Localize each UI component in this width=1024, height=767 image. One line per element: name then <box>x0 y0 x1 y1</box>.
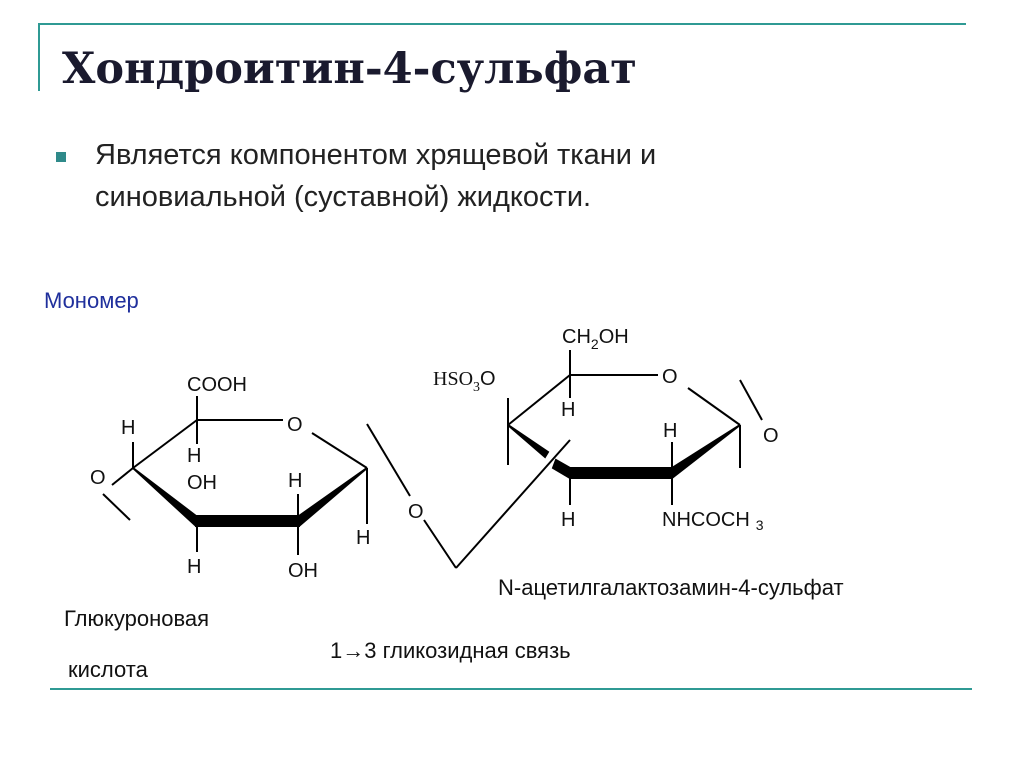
monomer-label: Мономер <box>44 288 139 313</box>
galnac-name: N-ацетилгалактозамин-4-сульфат <box>498 575 844 600</box>
wedge-c2-c1-gal <box>671 424 741 481</box>
glc-oh-c3: OH <box>187 472 217 494</box>
ch2oh-label: CH2OH <box>562 326 629 352</box>
bond-o-left-tail <box>102 493 131 521</box>
wedge-c4-c3-gal-tail <box>551 458 571 480</box>
bond-c1-o-gal <box>739 379 763 421</box>
bridge-oxygen: O <box>408 501 424 523</box>
glycosidic-bond-caption: 1→3 гликозидная связь <box>330 638 571 663</box>
glc-ring-oxygen: O <box>287 414 303 436</box>
glucuronic-acid-ring <box>102 396 411 555</box>
cooh-label: COOH <box>187 374 247 396</box>
glc-h-c4: H <box>121 417 135 439</box>
gal-h-c5: H <box>561 399 575 421</box>
bullet-text: Является компонентом хрящевой ткани и си… <box>95 139 657 213</box>
bond-bridge-to-c3 <box>455 439 571 569</box>
bond-c4-c5-gal <box>507 374 571 426</box>
bond-ring-o-c1-gal <box>687 387 741 426</box>
bold-bond-c3-c2-gal <box>569 467 673 479</box>
bond-c1-bridge-o <box>366 423 411 497</box>
galnac-ring <box>507 350 763 505</box>
gal-right-oxygen: O <box>763 425 779 447</box>
bold-bond-c3-c2 <box>195 515 300 527</box>
gal-ring-oxygen: O <box>662 366 678 388</box>
glucuronic-name-line2: кислота <box>68 657 149 682</box>
wedge-c4-c3-gal <box>507 424 550 459</box>
glc-h-c1: H <box>356 527 370 549</box>
hso3o-label: HSO3O <box>433 368 496 395</box>
gal-h-c2-top: H <box>663 420 677 442</box>
wedge-c2-c1 <box>298 467 368 529</box>
glc-oh-c2: OH <box>288 560 318 582</box>
glucuronic-name-line1: Глюкуроновая <box>64 606 209 631</box>
bond-ring-o-c1 <box>311 432 368 469</box>
gal-h-c3: H <box>561 509 575 531</box>
frame-left-line <box>38 23 40 91</box>
frame-bottom-line <box>50 688 972 690</box>
glycosidic-bridge <box>423 439 571 569</box>
bond-bridge-o-down <box>423 519 457 569</box>
slide-title: Хондроитин-4-сульфат <box>62 44 637 94</box>
glc-h-c3-below: H <box>187 556 201 578</box>
bond-c4-c5 <box>132 419 198 469</box>
frame-top-line <box>38 23 966 25</box>
glc-h-c5: H <box>187 445 201 467</box>
bullet-marker <box>56 152 66 162</box>
glc-h-c2: H <box>288 470 302 492</box>
glc-left-oxygen: O <box>90 467 106 489</box>
bond-c4-o <box>111 467 134 486</box>
